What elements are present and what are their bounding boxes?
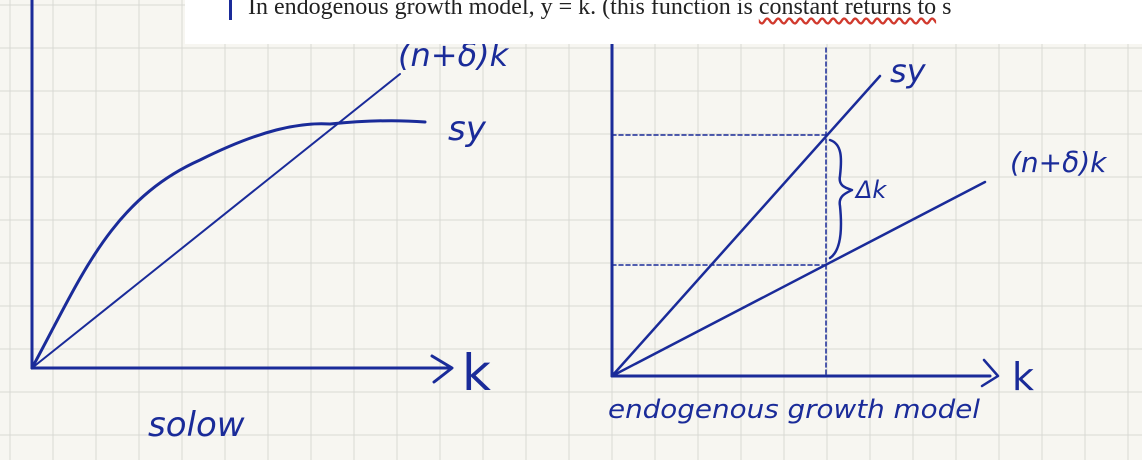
endo-sy-line xyxy=(610,74,882,378)
note-text-before: In endogenous growth model, y = k. (this… xyxy=(248,0,759,20)
endo-x-arrowhead xyxy=(980,358,1000,388)
solow-graph xyxy=(30,0,454,384)
solow-sy-label: sy xyxy=(448,109,487,149)
endogenous-graph xyxy=(610,0,1000,388)
solow-depreciation-line xyxy=(31,73,401,369)
solow-k-label: k xyxy=(462,344,491,402)
typed-note-bar xyxy=(185,0,1142,44)
text-cursor-mark xyxy=(229,0,232,20)
endo-k-label: k xyxy=(1012,355,1034,399)
solow-sy-curve xyxy=(30,119,427,370)
typed-note-text: In endogenous growth model, y = k. (this… xyxy=(248,0,951,21)
endo-sy-label: sy xyxy=(890,52,927,90)
endo-depreciation-label: (n+δ)k xyxy=(1010,146,1108,179)
endo-caption: endogenous growth model xyxy=(608,395,981,425)
delta-k-brace xyxy=(828,138,854,260)
solow-caption: solow xyxy=(148,405,245,445)
solow-x-arrowhead xyxy=(430,354,454,384)
note-text-underlined: constant returns to xyxy=(758,0,937,20)
delta-k-label: Δk xyxy=(854,176,887,204)
endo-depreciation-line xyxy=(610,180,987,378)
note-text-after: s xyxy=(936,0,952,20)
